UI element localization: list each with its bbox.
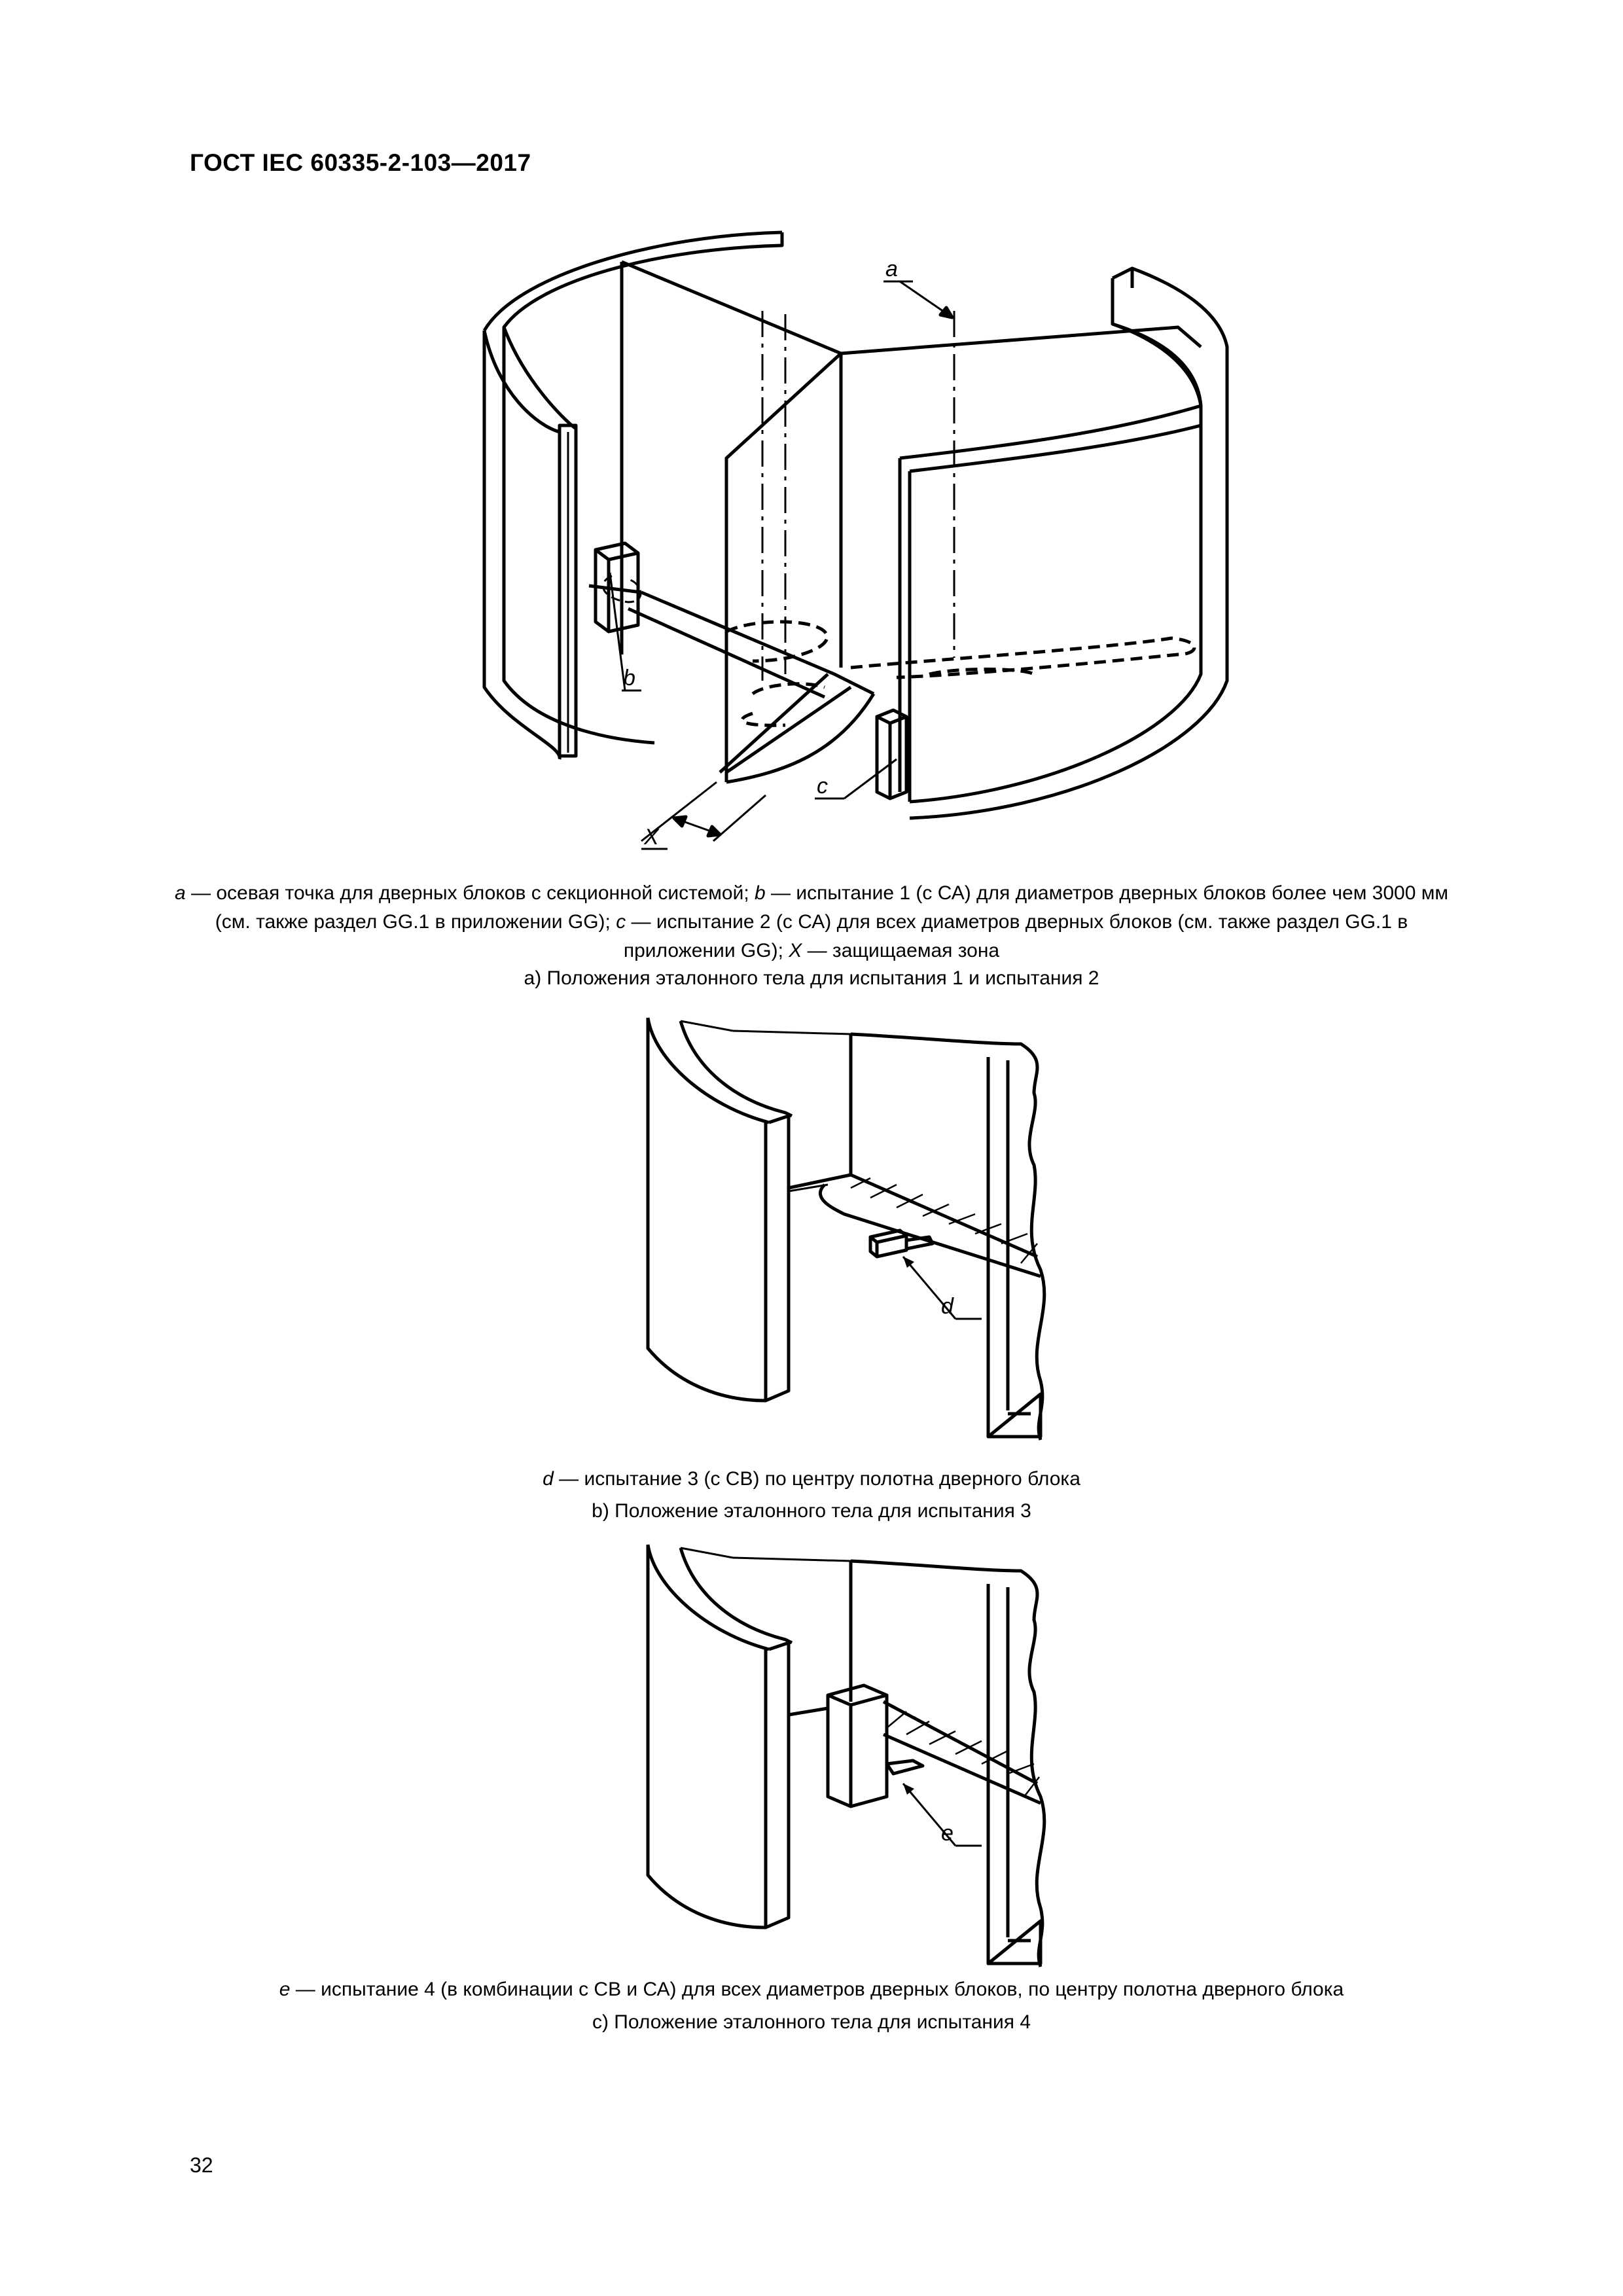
legend-key-x: X [789, 940, 802, 961]
legend-key-b: b [755, 882, 766, 904]
document-header: ГОСТ IEC 60335-2-103—2017 [190, 149, 531, 176]
legend-text-b: — испытание 1 (с СА) для диаметров дверн… [215, 882, 1449, 933]
figure-a-legend: a — осевая точка для дверных блоков с се… [170, 879, 1453, 965]
label-x: X [643, 825, 660, 850]
figure-b-legend: d — испытание 3 (с СВ) по центру полотна… [0, 1468, 1623, 1490]
legend-key-d: d [543, 1468, 554, 1490]
figure-a-revolving-door-overview: a b c X [458, 223, 1243, 877]
figure-a-subcaption: а) Положения эталонного тела для испытан… [524, 967, 1099, 989]
label-b: b [623, 666, 635, 691]
figure-c-legend: e — испытание 4 (в комбинации с СВ и СА)… [0, 1979, 1623, 2001]
figure-b-test3-position: d [628, 1011, 1060, 1456]
label-c: c [817, 774, 828, 798]
page-number: 32 [190, 2153, 213, 2177]
legend-key-a: a [174, 882, 186, 904]
legend-text-c: — испытание 2 (с СА) для всех диаметров … [623, 911, 1408, 961]
legend-text-a: — осевая точка для дверных блоков с секц… [185, 882, 755, 904]
legend-key-e: e [279, 1979, 291, 2000]
legend-text-e: — испытание 4 (в комбинации с СВ и СА) д… [290, 1979, 1344, 2000]
figure-c-test4-position: e [628, 1541, 1060, 1986]
figure-c-subcaption: c) Положение эталонного тела для испытан… [592, 2011, 1031, 2033]
figure-b-subcaption: b) Положение эталонного тела для испытан… [592, 1500, 1031, 1522]
legend-text-d: — испытание 3 (с СВ) по центру полотна д… [553, 1468, 1080, 1490]
legend-key-c: c [616, 911, 626, 933]
label-e: e [941, 1821, 954, 1846]
legend-text-x: — защищаемая зона [802, 940, 1000, 961]
label-d: d [941, 1294, 954, 1319]
label-a: a [885, 257, 898, 281]
